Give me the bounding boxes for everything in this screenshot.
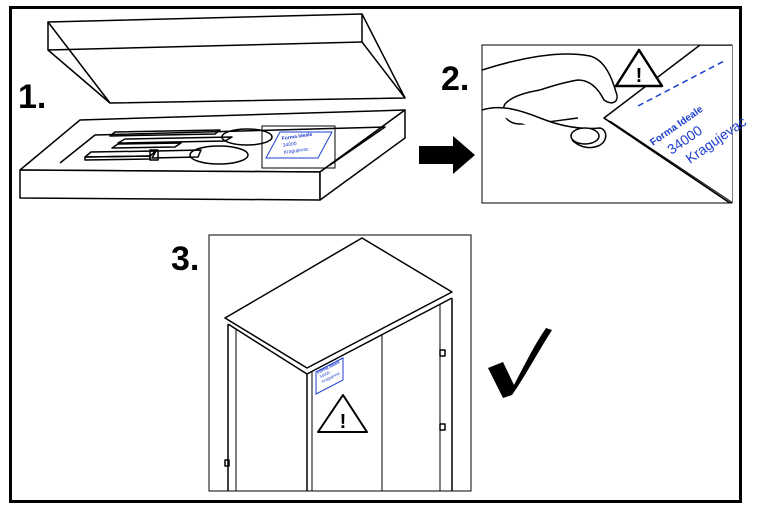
warning-triangle-icon: !: [614, 48, 664, 88]
cabinet-label-card: Forma Ideale 34000 Kragujevac: [315, 357, 344, 395]
box-label-card: Forma Ideale 34000 Kragujevac: [265, 131, 333, 159]
cabinet-warning-triangle-icon: !: [317, 394, 368, 433]
cabinet-warning-symbol: !: [340, 411, 347, 433]
box-label-company: Forma Ideale: [281, 132, 313, 142]
instruction-frame: [9, 6, 742, 503]
warning-symbol: !: [636, 65, 643, 87]
box-label-postcode: 34000: [282, 141, 297, 149]
box-label-city: Kragujevac: [283, 146, 309, 155]
cabinet-label-postcode: 34000: [318, 369, 331, 379]
step-3-number: 3.: [171, 240, 200, 278]
step-1-number: 1.: [18, 78, 47, 116]
step-2-number: 2.: [441, 60, 470, 98]
